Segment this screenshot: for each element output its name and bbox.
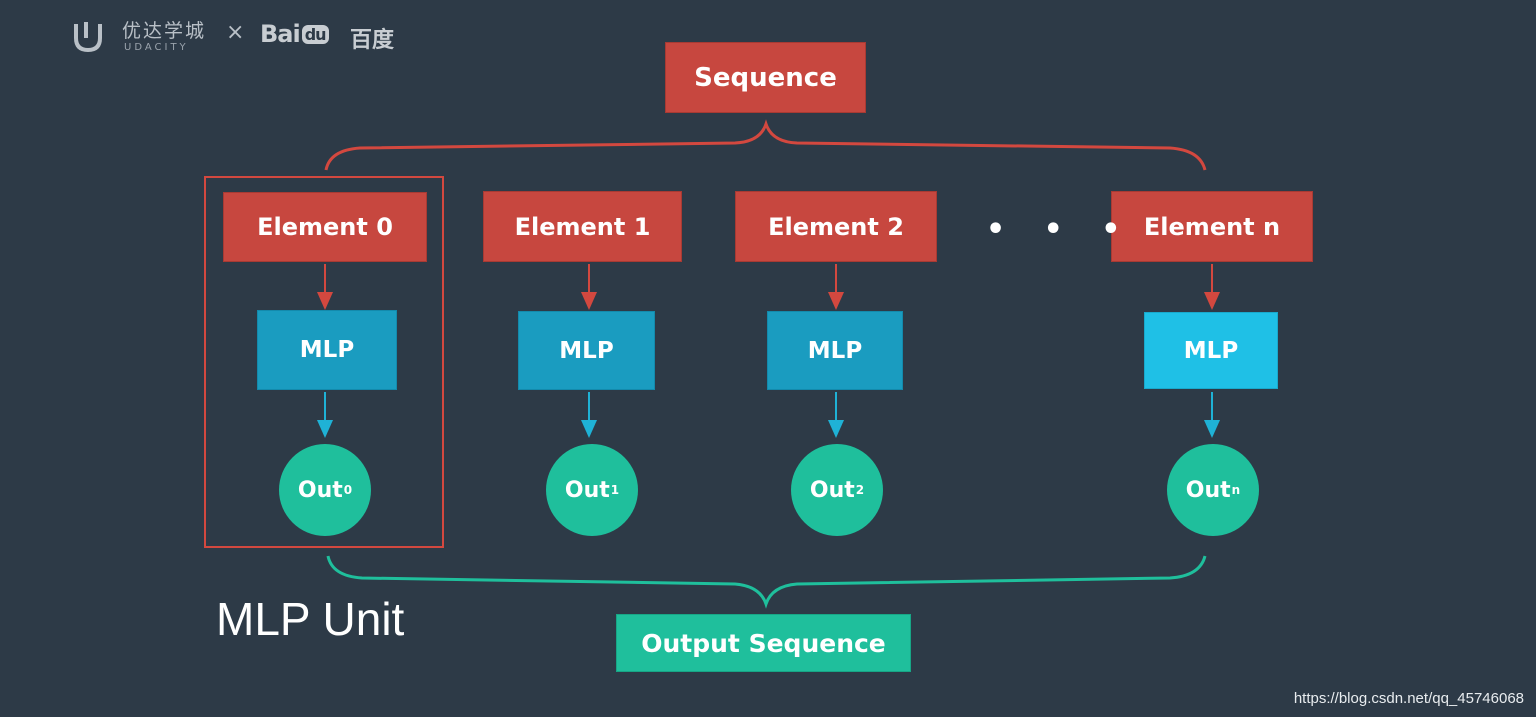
- udacity-zh-logo-text: 优达学城: [122, 20, 207, 42]
- baidu-paw-icon: du: [301, 25, 329, 44]
- mlp-unit-frame: [204, 176, 444, 548]
- out-2-label: Out: [809, 477, 855, 503]
- mlp-unit-label: MLP Unit: [216, 593, 405, 645]
- output-sequence-box: Output Sequence: [616, 614, 911, 672]
- out-0-subscript: 0: [343, 483, 353, 497]
- sequence-brace: [324, 119, 1207, 171]
- mlp-0-box: MLP: [257, 310, 397, 390]
- udacity-u-icon: [74, 22, 102, 53]
- mlp-n-box: MLP: [1144, 312, 1278, 389]
- mlp-1-box: MLP: [518, 311, 655, 390]
- mlp-2-box: MLP: [767, 311, 903, 390]
- sequence-box: Sequence: [665, 42, 866, 113]
- out-0-label: Out: [297, 477, 343, 503]
- watermark-url: https://blog.csdn.net/qq_45746068: [1293, 690, 1524, 707]
- baidu-zh-logo-text: 百度: [350, 28, 395, 53]
- element-2-box: Element 2: [735, 191, 937, 262]
- out-1-label: Out: [564, 477, 610, 503]
- out-2-subscript: 2: [855, 483, 865, 497]
- out-1-subscript: 1: [610, 483, 620, 497]
- baidu-en-text: Bai: [260, 20, 301, 48]
- out-n-label: Out: [1185, 477, 1231, 503]
- logo-separator: ×: [226, 20, 245, 45]
- element-n-box: Element n: [1111, 191, 1313, 262]
- output-sequence-brace: [326, 555, 1207, 609]
- udacity-en-logo-text: UDACITY: [124, 42, 189, 53]
- element-0-box: Element 0: [223, 192, 427, 262]
- element-1-box: Element 1: [483, 191, 682, 262]
- ellipsis: • • •: [986, 212, 1135, 247]
- out-n-subscript: n: [1231, 483, 1241, 497]
